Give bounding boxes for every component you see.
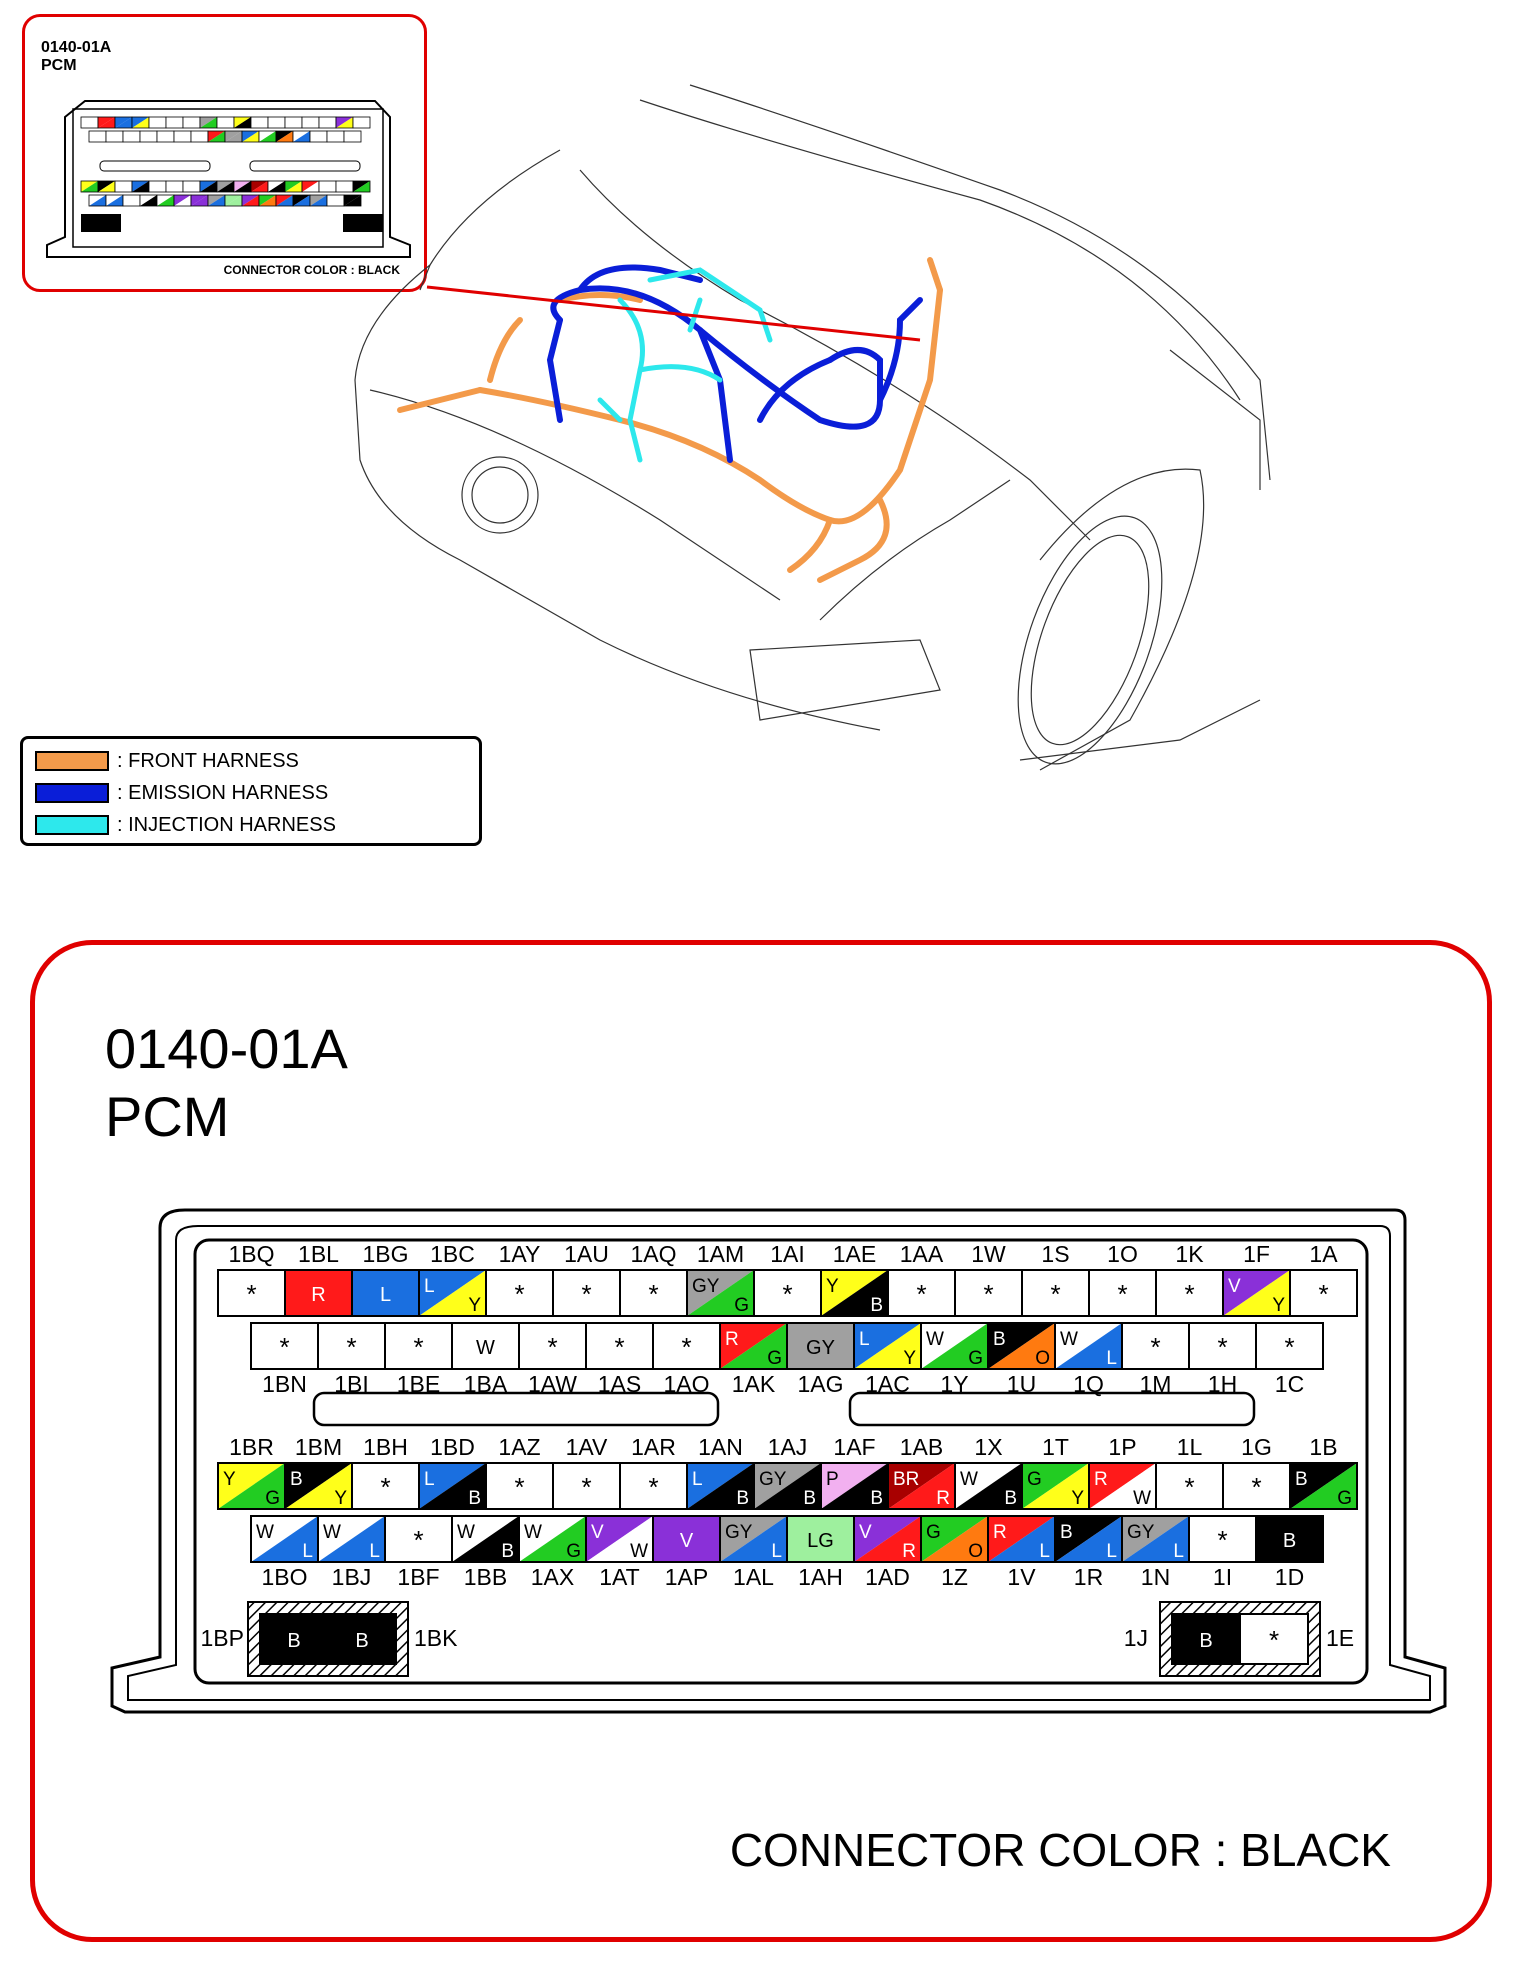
thumb-cell xyxy=(208,195,225,206)
thumb-cell xyxy=(98,181,115,192)
inset-connector-panel: 0140-01A PCM CONNECTOR COLOR : BLACK xyxy=(22,14,427,292)
thumb-cell xyxy=(336,117,353,128)
thumb-cell xyxy=(81,181,98,192)
inset-code: 0140-01A xyxy=(41,39,112,56)
thumb-cell xyxy=(344,195,361,206)
thumb-cell xyxy=(132,117,149,128)
harness-legend: : FRONT HARNESS : EMISSION HARNESS : INJ… xyxy=(20,736,482,846)
thumb-cell xyxy=(251,181,268,192)
inset-title: 0140-01A PCM xyxy=(41,39,111,75)
thumb-cell xyxy=(191,195,208,206)
detail-title: 0140-01A PCM xyxy=(105,1015,348,1151)
thumb-cell xyxy=(242,131,259,142)
detail-code: 0140-01A xyxy=(105,1017,348,1080)
thumb-cell xyxy=(89,195,106,206)
thumb-cell xyxy=(132,181,149,192)
thumb-cell xyxy=(98,117,115,128)
thumb-cell xyxy=(157,195,174,206)
legend-item-emission: : EMISSION HARNESS xyxy=(35,781,328,805)
thumb-cell xyxy=(268,181,285,192)
legend-label-injection: : INJECTION HARNESS xyxy=(117,813,336,836)
thumb-cell-border xyxy=(352,180,371,193)
thumb-cell xyxy=(276,195,293,206)
detail-connector-color: CONNECTOR COLOR : BLACK xyxy=(729,1824,1391,1876)
thumb-cell xyxy=(106,195,123,206)
thumb-cell xyxy=(259,195,276,206)
connector-detail-panel: 0140-01A PCM CONNECTOR COLOR : BLACK xyxy=(30,940,1492,1942)
thumb-cell xyxy=(352,116,371,129)
thumb-cell xyxy=(293,195,310,206)
legend-label-emission: : EMISSION HARNESS xyxy=(117,781,329,804)
legend-item-injection: : INJECTION HARNESS xyxy=(35,813,336,837)
thumb-cell xyxy=(174,195,191,206)
thumb-cell xyxy=(234,181,251,192)
thumb-cell xyxy=(200,117,217,128)
inset-connector-color: CONNECTOR COLOR : BLACK xyxy=(223,263,400,277)
legend-swatch-injection xyxy=(35,815,109,835)
legend-label-front: : FRONT HARNESS xyxy=(117,749,299,772)
thumb-cell xyxy=(343,130,362,143)
thumb-cell xyxy=(310,195,327,206)
thumb-cell xyxy=(225,195,242,206)
thumb-cell xyxy=(217,181,234,192)
detail-name: PCM xyxy=(105,1085,230,1148)
thumb-cell xyxy=(285,181,302,192)
inset-name: PCM xyxy=(41,57,77,74)
thumb-cell xyxy=(200,181,217,192)
thumb-cell xyxy=(259,131,276,142)
thumb-cell xyxy=(302,181,319,192)
thumb-cell xyxy=(276,131,293,142)
inset-connector-thumbnail xyxy=(46,100,411,258)
legend-swatch-emission xyxy=(35,783,109,803)
legend-swatch-front xyxy=(35,751,109,771)
thumb-cell xyxy=(115,117,132,128)
thumb-cell xyxy=(225,131,242,142)
thumb-cell xyxy=(293,131,310,142)
legend-item-front: : FRONT HARNESS xyxy=(35,749,299,773)
thumb-cell-border xyxy=(343,194,362,207)
thumb-cell xyxy=(234,117,251,128)
thumb-cell xyxy=(353,181,370,192)
thumb-cell xyxy=(242,195,259,206)
vehicle-harness-illustration xyxy=(354,84,1271,771)
thumb-cell xyxy=(208,131,225,142)
thumb-cell xyxy=(140,131,157,142)
thumb-cell xyxy=(140,195,157,206)
